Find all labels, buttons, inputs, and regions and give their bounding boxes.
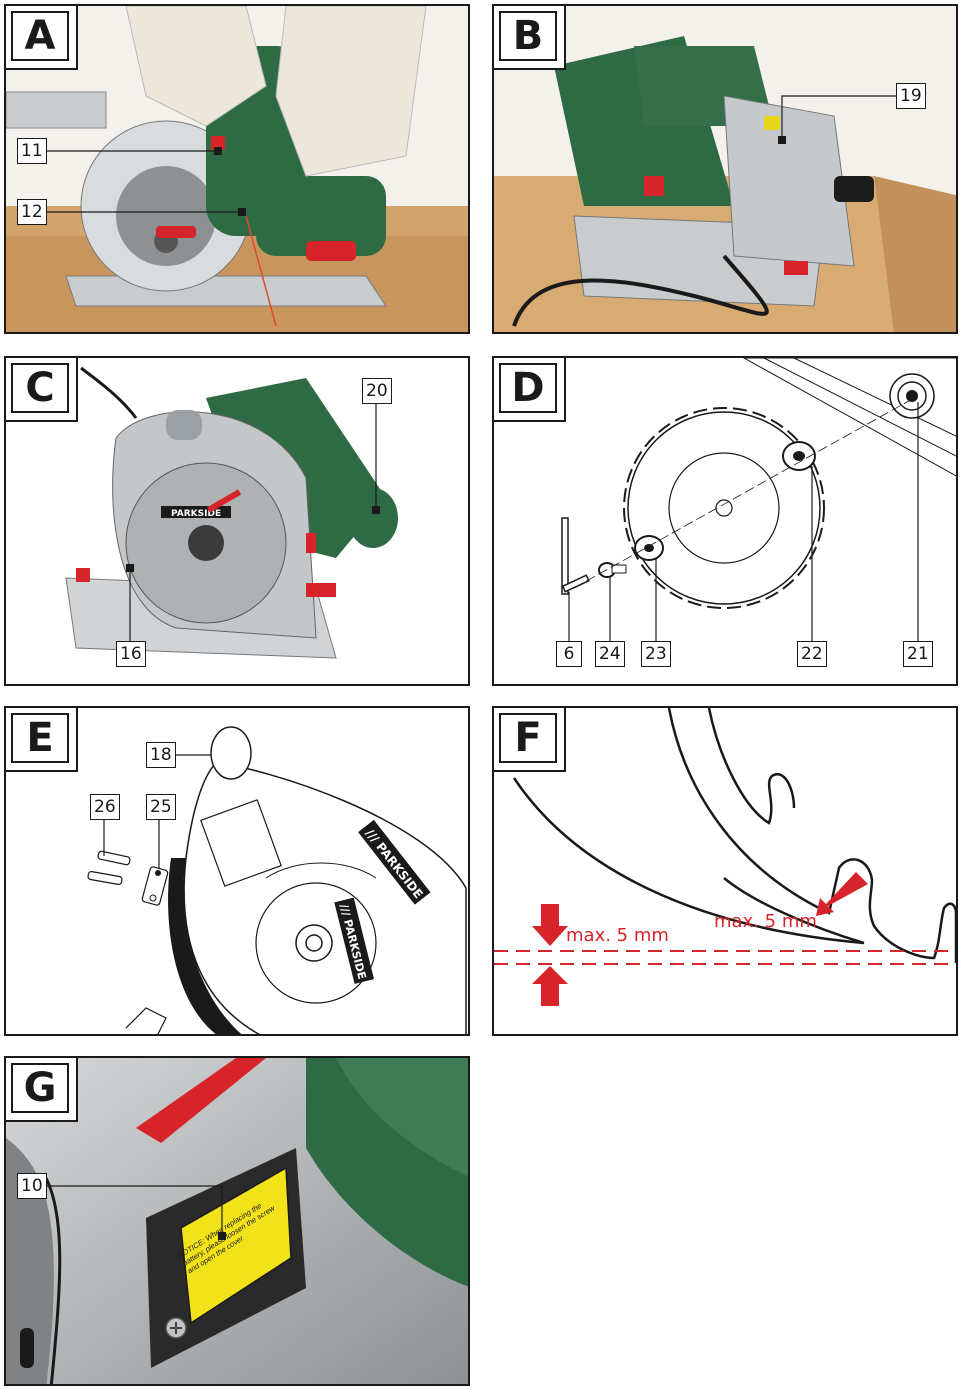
panel-g-leader-lines xyxy=(43,1185,226,1240)
callout-25: 25 xyxy=(146,794,176,820)
panel-c: PARKSIDE C 20 16 xyxy=(4,356,470,686)
callout-19: 19 xyxy=(896,83,926,109)
callout-26: 26 xyxy=(90,794,120,820)
measure-label-gap: max. 5 mm xyxy=(566,925,669,946)
callout-22: 22 xyxy=(797,641,827,667)
callout-11: 11 xyxy=(17,138,47,164)
panel-d-letter: D xyxy=(494,358,566,422)
panel-g-letter: G xyxy=(6,1058,78,1122)
panel-e: /// PARKSIDE /// PARKSIDE E 18 26 25 xyxy=(4,706,470,1036)
arrow-down-icon xyxy=(532,904,568,946)
callout-18: 18 xyxy=(146,742,176,768)
panel-d-leader-lines xyxy=(568,402,919,641)
panel-a-photo xyxy=(6,6,468,332)
callout-12: 12 xyxy=(17,199,47,225)
measure-label-blade: max. 5 mm xyxy=(714,911,817,932)
panel-a-leader-lines xyxy=(43,147,246,216)
panel-e-line-drawing: /// PARKSIDE /// PARKSIDE xyxy=(6,708,468,1034)
screws-26 xyxy=(87,850,131,886)
panel-e-letter: E xyxy=(6,708,78,772)
parkside-badge: PARKSIDE xyxy=(171,509,221,519)
panel-b-photo xyxy=(494,6,956,332)
panel-b-letter: B xyxy=(494,6,566,70)
panel-c-photo: PARKSIDE xyxy=(6,358,468,684)
callout-16: 16 xyxy=(116,641,146,667)
callout-20: 20 xyxy=(362,378,392,404)
cover-plate-25 xyxy=(141,866,169,906)
arrow-up-icon xyxy=(532,966,568,1006)
panel-b-leader-lines xyxy=(778,95,896,144)
panel-d-exploded-drawing xyxy=(494,358,956,684)
panel-e-leader-lines xyxy=(103,754,211,868)
callout-6: 6 xyxy=(556,641,582,667)
panel-g: NOTICE: When replacing the battery, plea… xyxy=(4,1056,470,1386)
panel-f: F max. 5 mm max. 5 mm xyxy=(492,706,958,1036)
callout-10: 10 xyxy=(17,1173,47,1199)
panel-b: B 19 xyxy=(492,4,958,334)
panel-a-letter: A xyxy=(6,6,78,70)
panel-c-letter: C xyxy=(6,358,78,422)
panel-d: D 6 24 23 22 21 xyxy=(492,356,958,686)
saw-blade xyxy=(623,407,825,609)
panel-c-leader-lines xyxy=(126,404,380,642)
callout-23: 23 xyxy=(641,641,671,667)
panel-a: A 11 12 xyxy=(4,4,470,334)
panel-f-letter: F xyxy=(494,708,566,772)
panel-g-photo: NOTICE: When replacing the battery, plea… xyxy=(6,1058,468,1384)
callout-21: 21 xyxy=(903,641,933,667)
callout-24: 24 xyxy=(595,641,625,667)
panel-f-blade-detail xyxy=(494,708,956,1034)
arrow-diagonal-icon xyxy=(816,872,868,916)
